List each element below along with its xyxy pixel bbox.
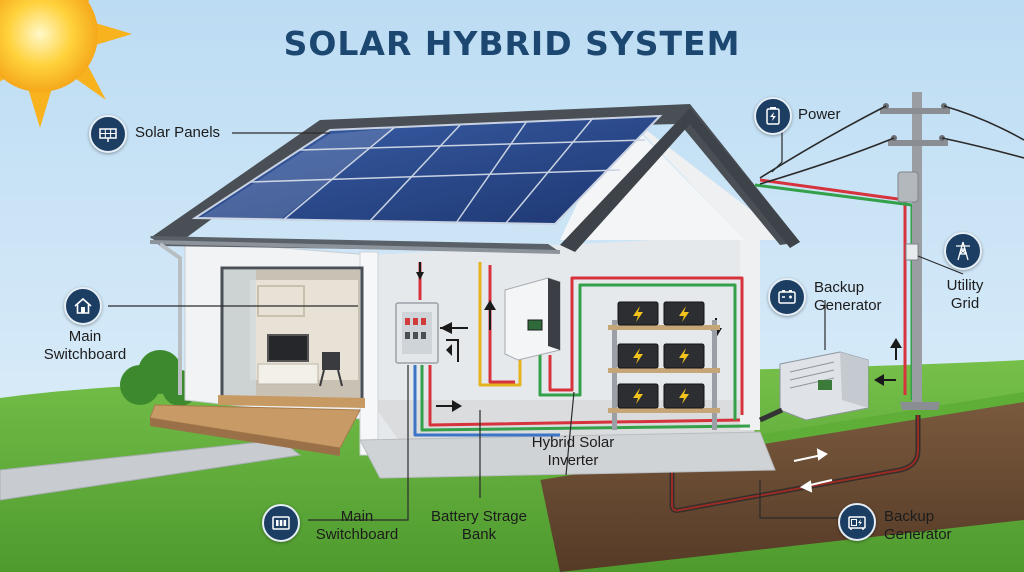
switchboard <box>395 302 439 364</box>
label-battery-bank: Battery Strage Bank <box>431 508 527 543</box>
battery-bolt-icon <box>754 97 792 135</box>
label-utility-grid: Utility Grid <box>946 277 984 312</box>
battery-icon <box>768 278 806 316</box>
diagram-title: SOLAR HYBRID SYSTEM <box>283 24 741 63</box>
generator-icon <box>838 503 876 541</box>
label-power: Power <box>798 106 841 123</box>
utility-pole <box>759 92 1024 410</box>
solar-panel-icon <box>89 115 127 153</box>
backup-generator <box>758 351 869 423</box>
label-backup-generator-mid: Backup Generator <box>814 279 882 314</box>
label-main-switchboard-bottom: Main Switchboard <box>315 508 399 543</box>
label-backup-generator-bottom: Backup Generator <box>884 508 952 543</box>
living-room <box>218 266 365 408</box>
solar-panel-array <box>191 114 663 226</box>
battery-rack <box>608 301 720 430</box>
transmission-tower-icon <box>944 232 982 270</box>
sun <box>0 0 132 128</box>
switchboard-icon <box>262 504 300 542</box>
label-solar-panels: Solar Panels <box>135 124 221 141</box>
label-hybrid-inverter: Hybrid Solar Inverter <box>531 434 615 469</box>
house-icon <box>64 287 102 325</box>
label-main-switchboard-left: Main Switchboard <box>43 328 127 363</box>
hybrid-inverter <box>504 277 561 361</box>
